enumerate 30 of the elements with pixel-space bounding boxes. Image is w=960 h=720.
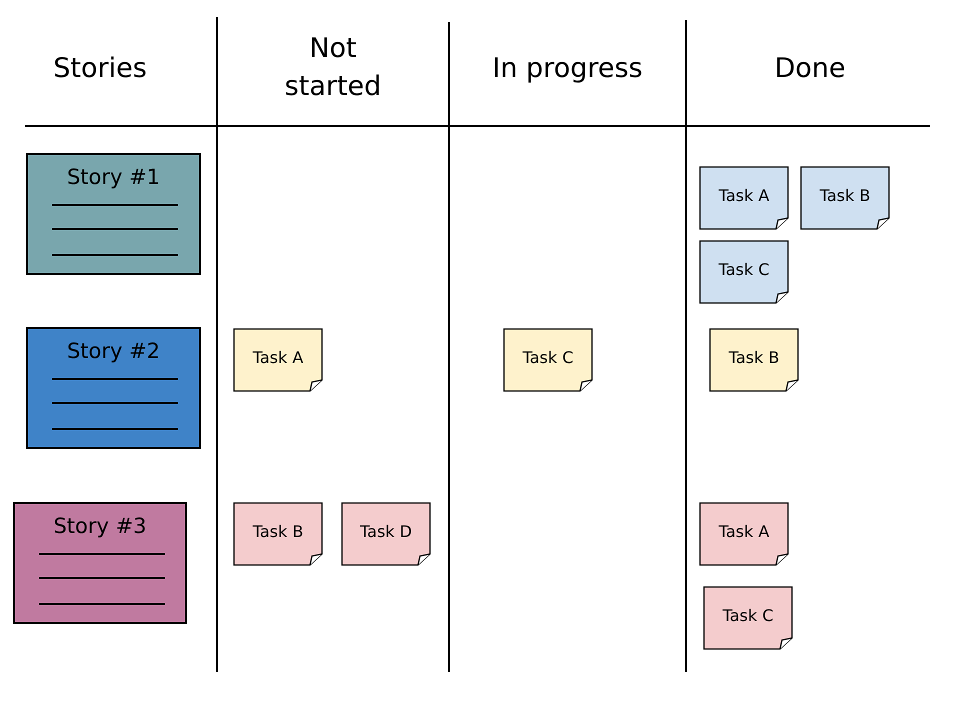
story-title: Story #1: [66, 165, 162, 189]
task-label: Task A: [718, 522, 770, 541]
task-label: Task A: [252, 348, 304, 367]
sticky-note: [699, 166, 789, 230]
column-header: Done: [773, 52, 847, 86]
story-card: [26, 153, 201, 275]
task-label: Task B: [728, 348, 780, 367]
sticky-note: [703, 586, 793, 650]
column-header: Not started: [284, 32, 382, 104]
column-header: Stories: [52, 52, 148, 86]
sticky-note: [699, 502, 789, 566]
sticky-note: [233, 328, 323, 392]
task-label: Task C: [718, 260, 770, 279]
column-header: In progress: [491, 52, 644, 86]
story-card: [13, 502, 187, 624]
sticky-note: [800, 166, 890, 230]
story-card: [26, 327, 201, 449]
task-label: Task C: [522, 348, 574, 367]
task-label: Task D: [359, 522, 413, 541]
sticky-note: [233, 502, 323, 566]
task-label: Task B: [818, 186, 872, 205]
task-label: Task B: [252, 522, 304, 541]
sticky-note: [709, 328, 799, 392]
sticky-note: [503, 328, 593, 392]
sticky-note: [341, 502, 431, 566]
story-title: Story #2: [66, 339, 162, 363]
task-label: Task A: [718, 186, 770, 205]
story-title: Story #3: [52, 514, 148, 538]
task-label: Task C: [722, 606, 774, 625]
sticky-note: [699, 240, 789, 304]
